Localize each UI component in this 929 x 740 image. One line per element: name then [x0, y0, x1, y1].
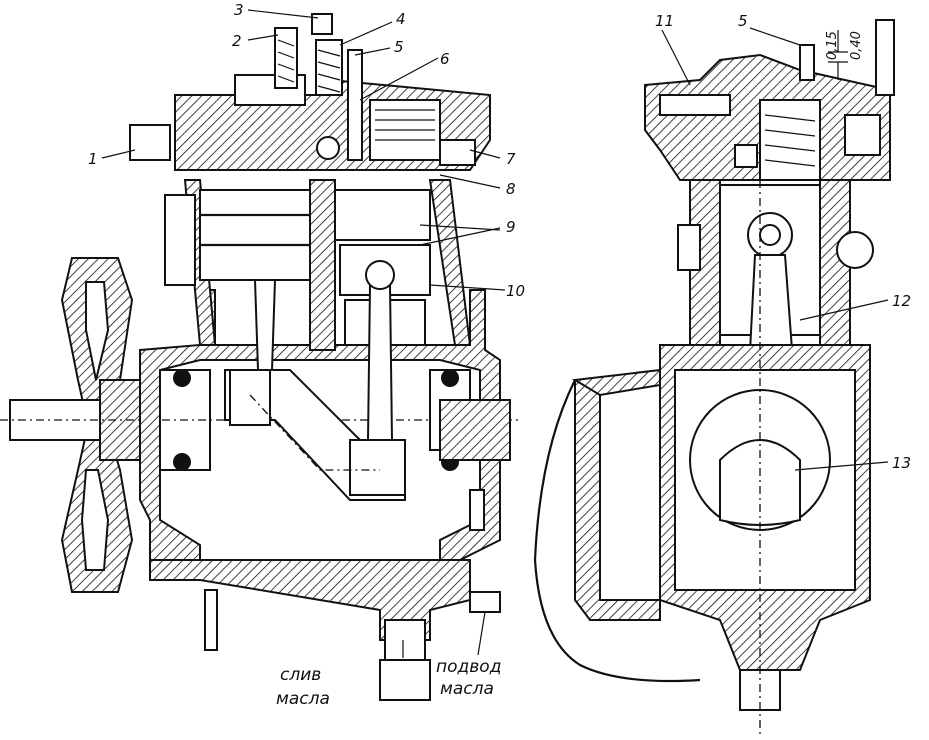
callout-5-right: 5: [738, 12, 748, 30]
callout-10: 10: [506, 282, 525, 300]
left-leader-lines: [101, 9, 506, 291]
callout-4: 4: [396, 10, 406, 28]
cylinder-block: [164, 179, 472, 351]
supply-caption-line1: подвод: [436, 657, 501, 677]
cylinder-head: [129, 74, 491, 171]
valve-springs: [274, 13, 363, 161]
callout-11: 11: [655, 12, 674, 30]
oil-drain-caption: слив масла: [276, 640, 404, 709]
callout-8: 8: [506, 180, 516, 198]
callout-3: 3: [234, 1, 244, 19]
callout-9: 9: [506, 218, 516, 236]
supply-caption-line2: масла: [440, 679, 494, 699]
crankcase: [139, 289, 501, 701]
callout-13: 13: [892, 454, 911, 472]
crankcase-transverse: [659, 180, 871, 735]
clearance-low: 0,15: [825, 31, 840, 60]
crank-throw: [224, 369, 406, 501]
callout-6: 6: [440, 50, 450, 68]
cylinder-head-transverse: [644, 19, 895, 181]
callout-5: 5: [394, 38, 404, 56]
drain-caption-line1: слив: [280, 665, 321, 685]
drain-caption-line2: масла: [276, 689, 330, 709]
callout-12: 12: [892, 292, 911, 310]
engine-casing: [533, 368, 701, 683]
connecting-rods: [253, 260, 395, 441]
right-leader-lines: [661, 27, 889, 471]
callout-1: 1: [88, 150, 98, 168]
callout-2: 2: [232, 32, 242, 50]
right-transverse-section: [533, 19, 895, 735]
clearance-high: 0,40: [849, 31, 864, 60]
oil-supply-caption: подвод масла: [436, 611, 501, 699]
rear-bearing: [429, 369, 511, 531]
callout-7: 7: [506, 150, 516, 168]
left-longitudinal-section: [0, 13, 520, 701]
